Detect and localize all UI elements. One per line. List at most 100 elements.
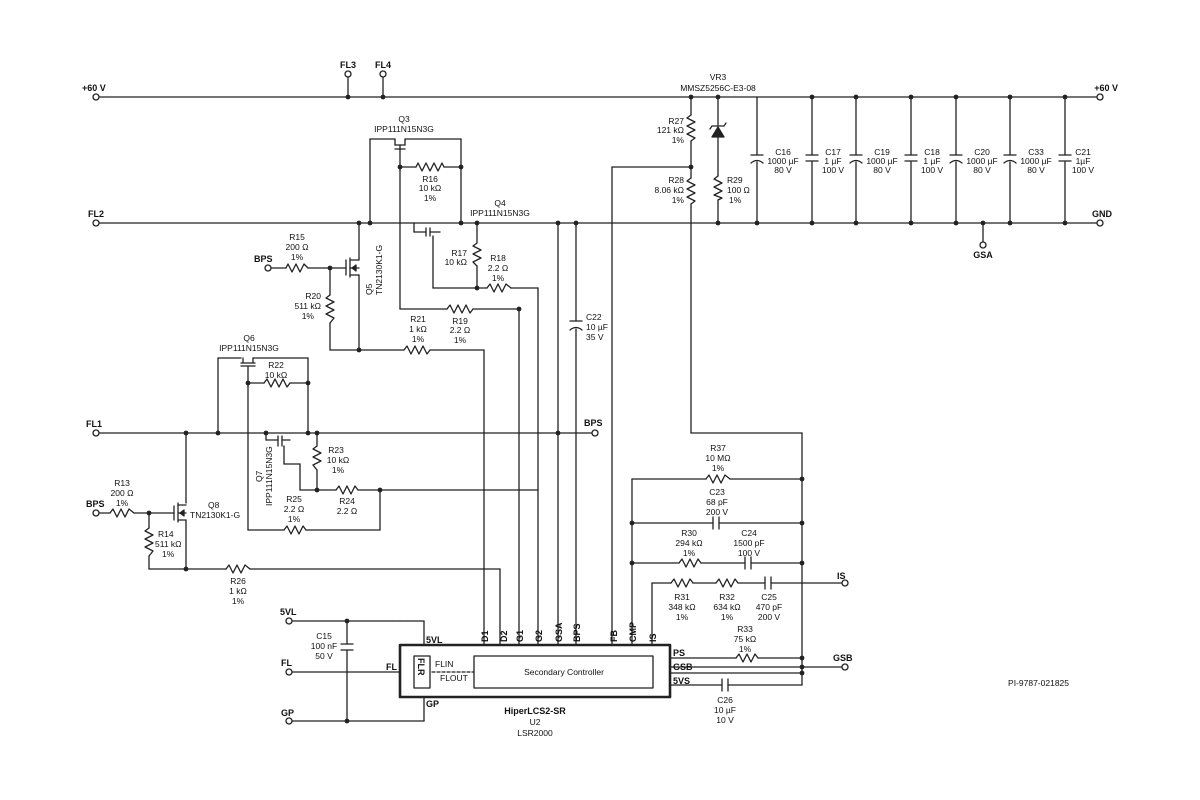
r25 — [283, 525, 307, 535]
c20-value: 1000 µF — [966, 156, 997, 166]
c15-value: 100 nF — [311, 641, 337, 651]
r25-value: 2.2 Ω — [284, 504, 305, 514]
r20-tol: 1% — [302, 311, 315, 321]
r21-tol: 1% — [412, 334, 425, 344]
r19-value: 2.2 Ω — [450, 325, 471, 335]
r32-tol: 1% — [721, 612, 734, 622]
r30 — [678, 558, 702, 568]
c21-value: 1µF — [1076, 156, 1091, 166]
r33-value: 75 kΩ — [734, 634, 756, 644]
c33-value: 1000 µF — [1020, 156, 1051, 166]
terminal-gsa: GSA — [973, 250, 993, 260]
r19-tol: 1% — [454, 335, 467, 345]
r16-value: 10 kΩ — [419, 183, 441, 193]
r33-tol: 1% — [739, 644, 752, 654]
r20-ref: R20 — [305, 291, 321, 301]
r15-ref: R15 — [289, 232, 305, 242]
r14-value: 511 kΩ — [155, 539, 182, 549]
r31-value: 348 kΩ — [668, 602, 695, 612]
c20-rating: 80 V — [973, 165, 991, 175]
document-id: PI-9787-021825 — [1008, 678, 1069, 688]
q7-ref: Q7 — [254, 470, 264, 482]
r28-value: 8.06 kΩ — [654, 185, 684, 195]
r16-ref: R16 — [422, 174, 438, 184]
r21-ref: R21 — [410, 314, 426, 324]
r26-ref: R26 — [230, 576, 246, 586]
c16-ref: C16 — [775, 147, 791, 157]
terminal-gp: GP — [281, 708, 294, 718]
r33 — [735, 653, 759, 663]
r14 — [144, 527, 154, 557]
r16 — [415, 162, 445, 172]
q4 — [425, 227, 441, 239]
r16-tol: 1% — [424, 193, 437, 203]
junction-dots — [146, 94, 1068, 724]
q4-ref: Q4 — [494, 198, 506, 208]
r23 — [312, 445, 322, 471]
q3-ref: Q3 — [398, 114, 410, 124]
r24 — [335, 485, 359, 495]
r23-value: 10 kΩ — [327, 455, 349, 465]
ic-ref: U2 — [530, 717, 541, 727]
c21-ref: C21 — [1075, 147, 1091, 157]
resistors — [109, 114, 759, 663]
r32-ref: R32 — [719, 592, 735, 602]
q5 — [345, 257, 360, 278]
r30-ref: R30 — [681, 528, 697, 538]
vr3-value: MMSZ5256C-E3-08 — [680, 83, 756, 93]
c18-rating: 100 V — [921, 165, 944, 175]
q7-value: IPP111N15N3G — [264, 446, 274, 506]
r29-ref: R29 — [727, 175, 743, 185]
r19 — [446, 304, 474, 314]
r13-value: 200 Ω — [111, 488, 134, 498]
r29-tol: 1% — [729, 195, 742, 205]
q8-ref: Q8 — [208, 500, 220, 510]
q4-value: IPP111N15N3G — [470, 208, 530, 218]
c18-value: 1 µF — [923, 156, 940, 166]
ic-pin-gsb: GSB — [673, 662, 693, 672]
r24-ref: R24 — [339, 496, 355, 506]
ic-flr-label: FLR — [416, 658, 426, 676]
ic-pin-is: IS — [648, 633, 658, 642]
mosfets — [173, 138, 441, 523]
terminal-gsb: GSB — [833, 653, 853, 663]
c16-rating: 80 V — [774, 165, 792, 175]
r30-value: 294 kΩ — [675, 538, 702, 548]
r18 — [486, 283, 512, 293]
r22-value: 10 kΩ — [265, 370, 287, 380]
r22 — [263, 378, 291, 388]
r26 — [225, 564, 251, 574]
c20-ref: C20 — [974, 147, 990, 157]
c19-value: 1000 µF — [866, 156, 897, 166]
ic-pin-gsa: GSA — [554, 622, 564, 642]
r29-value: 100 Ω — [727, 185, 750, 195]
r31-ref: R31 — [674, 592, 690, 602]
r32 — [715, 578, 739, 588]
c24-rating: 100 V — [738, 548, 761, 558]
r25-tol: 1% — [288, 514, 301, 524]
c26-rating: 10 V — [716, 715, 734, 725]
terminal-fl4: FL4 — [375, 60, 391, 70]
r28 — [686, 177, 696, 205]
c26-ref: C26 — [717, 695, 733, 705]
capacitors — [340, 154, 1072, 692]
ic-pin-5vl: 5VL — [426, 635, 443, 645]
c23-value: 68 pF — [706, 497, 728, 507]
q3 — [394, 138, 406, 151]
r15 — [285, 263, 309, 273]
r20 — [325, 294, 335, 324]
ic-pin-5vs: 5VS — [673, 676, 690, 686]
r21-value: 1 kΩ — [409, 324, 427, 334]
q5-value: TN2130K1-G — [374, 245, 384, 295]
r27-value: 121 kΩ — [657, 125, 684, 135]
vr3-ref: VR3 — [710, 72, 727, 82]
c22-ref: C22 — [586, 312, 602, 322]
q6-value: IPP111N15N3G — [219, 343, 279, 353]
r37-tol: 1% — [712, 463, 725, 473]
r37-ref: R37 — [710, 443, 726, 453]
r18-tol: 1% — [492, 273, 505, 283]
terminal-5vl: 5VL — [280, 607, 297, 617]
c23-ref: C23 — [709, 487, 725, 497]
q8 — [173, 502, 187, 523]
r14-ref: R14 — [158, 529, 174, 539]
